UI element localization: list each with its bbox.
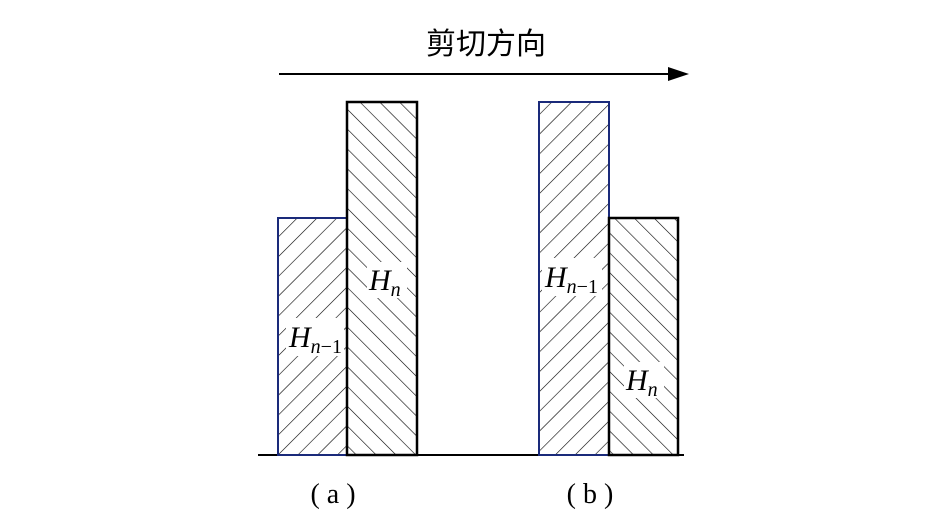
- panel-b: Hn−1 Hn ( b ): [538, 101, 680, 510]
- panel-b-label-curr: Hn: [625, 364, 658, 401]
- shear-direction-title: 剪切方向: [426, 27, 546, 62]
- panel-a: Hn−1 Hn ( a ): [277, 100, 419, 510]
- panel-b-bar-curr: [607, 216, 680, 457]
- panel-b-label-prev: Hn−1: [544, 261, 598, 298]
- shear-direction-arrow: [279, 67, 689, 81]
- panel-a-label-prev: Hn−1: [288, 321, 342, 358]
- panel-b-caption: ( b ): [567, 479, 614, 510]
- panel-a-caption: ( a ): [310, 479, 355, 510]
- panel-a-label-curr: Hn: [368, 264, 401, 301]
